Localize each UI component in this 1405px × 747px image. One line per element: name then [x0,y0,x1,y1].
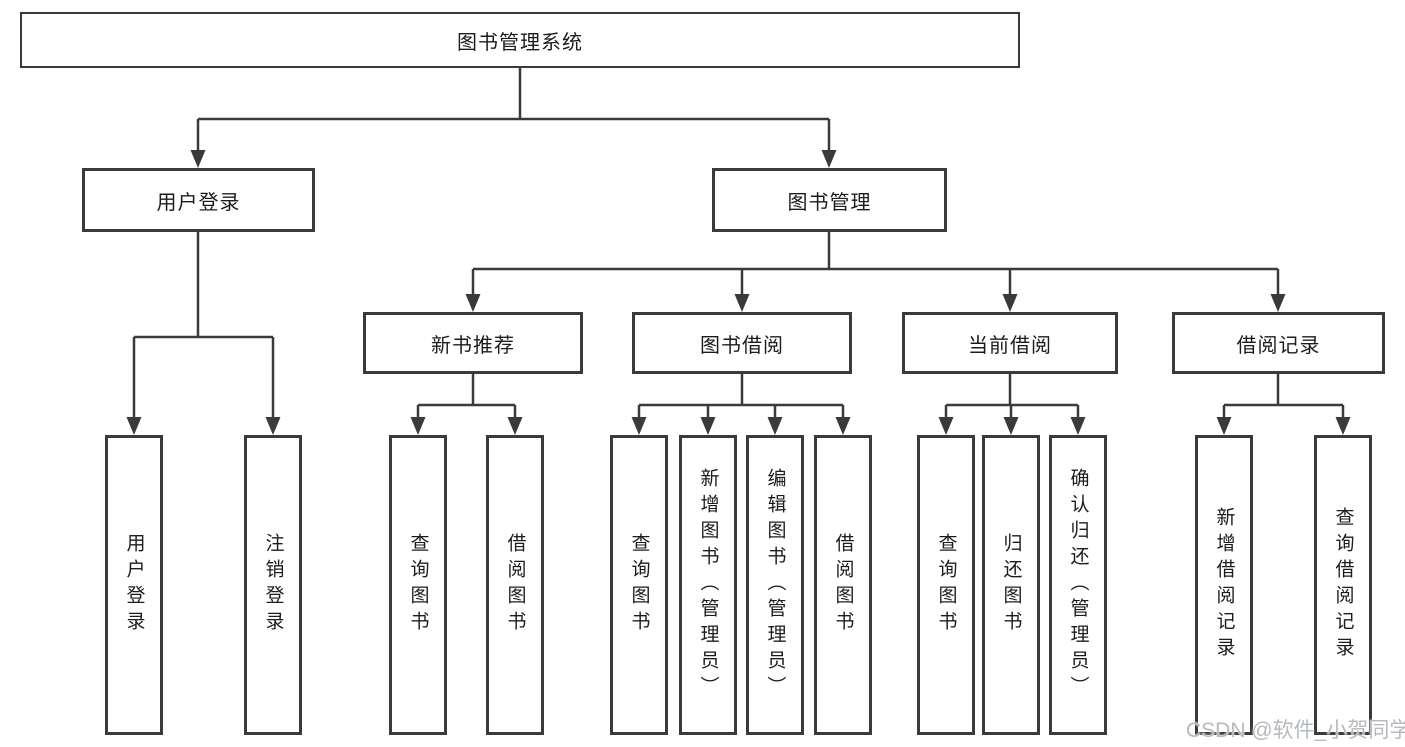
node-label: 图书借阅 [700,334,784,357]
node-label: 归还图书 [1000,533,1022,637]
node-borrowing-records: 借阅记录 [1172,312,1385,374]
leaf-user-login: 用户登录 [105,435,163,735]
node-label: 查询借阅记录 [1332,507,1354,663]
connector-line [196,68,831,151]
edges-book-management [465,232,1286,312]
leaf-bb-add-books-admin: 新增图书（管理员） [679,435,737,735]
arrow-down-icon [938,417,954,435]
node-label: 新增借阅记录 [1213,507,1235,663]
arrow-down-icon [410,417,426,435]
leaf-nbr-borrow-books: 借阅图书 [486,435,544,735]
leaf-br-query-borrow-record: 查询借阅记录 [1314,435,1372,735]
node-label: 新书推荐 [431,334,515,357]
node-book-borrowing: 图书借阅 [632,312,852,374]
arrow-down-icon [507,417,523,435]
node-library-management-system: 图书管理系统 [20,12,1020,68]
arrow-down-icon [1270,294,1286,312]
node-label: 注销登录 [262,533,284,637]
node-current-borrowing: 当前借阅 [902,312,1118,374]
node-label: 用户登录 [156,191,241,214]
arrow-down-icon [1002,294,1018,312]
node-book-management: 图书管理 [712,168,947,232]
edges-book-borrowing [631,374,851,435]
node-user-login: 用户登录 [82,168,315,232]
node-label: 当前借阅 [968,334,1052,357]
arrow-down-icon [1003,417,1019,435]
node-label: 图书管理系统 [457,31,583,54]
node-label: 编辑图书（管理员） [764,468,786,702]
edges-root [190,68,837,168]
node-label: 确认归还（管理员） [1067,468,1089,702]
node-label: 新增图书（管理员） [697,468,719,702]
arrow-down-icon [265,417,281,435]
node-label: 查询图书 [935,533,957,637]
leaf-bb-edit-books-admin: 编辑图书（管理员） [746,435,804,735]
leaf-cb-return-books: 归还图书 [982,435,1040,735]
arrow-down-icon [190,150,206,168]
edges-borrowing-records [1216,374,1351,435]
leaf-logout-login: 注销登录 [244,435,302,735]
leaf-bb-query-books: 查询图书 [610,435,668,735]
leaf-cb-confirm-return-admin: 确认归还（管理员） [1049,435,1107,735]
edges-current-borrowing [938,374,1086,435]
arrow-down-icon [821,150,837,168]
leaf-nbr-query-books: 查询图书 [389,435,447,735]
node-label: 用户登录 [123,533,145,637]
arrow-down-icon [767,417,783,435]
node-label: 借阅记录 [1236,334,1321,357]
connector-line [471,232,1280,295]
arrow-down-icon [126,417,142,435]
watermark-text: CSDN @软件_小贺同学 [1186,719,1405,742]
node-label: 借阅图书 [832,533,854,637]
connector-line [944,374,1080,418]
arrow-down-icon [835,417,851,435]
arrow-down-icon [1216,417,1232,435]
arrow-down-icon [465,294,481,312]
node-label: 借阅图书 [504,533,526,637]
leaf-cb-query-books: 查询图书 [917,435,975,735]
connector-line [637,374,845,418]
node-new-book-recommendation: 新书推荐 [363,312,583,374]
connector-line [1222,374,1345,418]
node-label: 查询图书 [628,533,650,637]
arrow-down-icon [1070,417,1086,435]
node-label: 查询图书 [407,533,429,637]
node-label: 图书管理 [787,191,872,214]
edges-user-login [126,232,281,435]
connector-line [132,232,275,418]
connector-line [416,374,517,418]
edges-new-book-recommendation [410,374,523,435]
leaf-bb-borrow-books: 借阅图书 [814,435,872,735]
arrow-down-icon [1335,417,1351,435]
arrow-down-icon [734,294,750,312]
arrow-down-icon [631,417,647,435]
leaf-br-add-borrow-record: 新增借阅记录 [1195,435,1253,735]
arrow-down-icon [700,417,716,435]
